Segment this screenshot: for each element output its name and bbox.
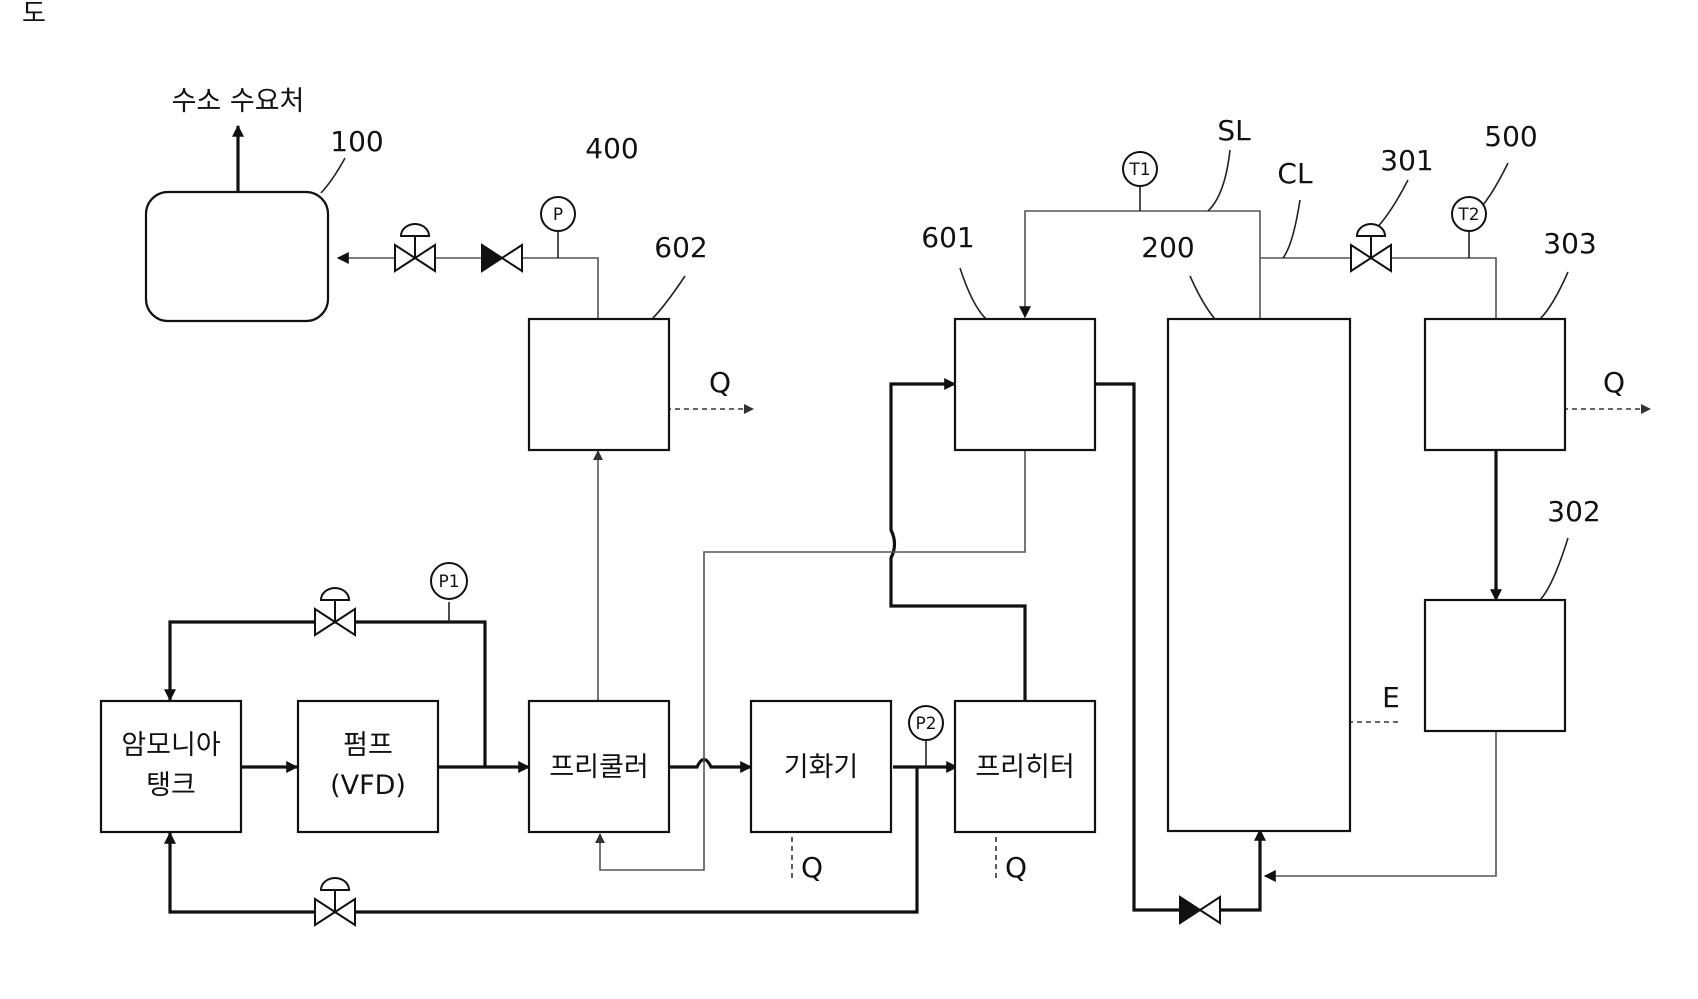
precooler-label: 프리쿨러 (549, 752, 648, 783)
ref-200-leader (1190, 276, 1215, 319)
ref-303-leader (1540, 272, 1568, 319)
heat-label-vaporizer: Q (801, 851, 823, 884)
ref-601: 601 (921, 221, 974, 254)
ref-sl: SL (1217, 114, 1251, 147)
ref-602-leader (652, 276, 685, 319)
ammonia-tank-label-line1: 암모니아 (121, 730, 221, 761)
svg-text:P2: P2 (915, 714, 936, 734)
h2-line-to-storage (338, 258, 598, 319)
figure-mark: 도 (22, 0, 46, 29)
ammonia-tank (101, 701, 241, 832)
ref-301-leader (1373, 180, 1408, 232)
temperature-gauge-t2: T2 (1452, 197, 1486, 231)
ref-303: 303 (1543, 227, 1596, 260)
ref-cl: CL (1277, 157, 1313, 190)
svg-text:P: P (553, 205, 563, 225)
pressure-gauge-p2: P2 (909, 706, 943, 740)
pump-label-line1: 펌프 (343, 730, 393, 761)
heat-label-reactor: E (1382, 681, 1400, 714)
control-valve-recirculation (315, 588, 355, 635)
ref-500: 500 (1484, 120, 1537, 153)
heat-label-preheater: Q (1005, 851, 1027, 884)
pressure-gauge-p1: P1 (431, 563, 467, 599)
control-valve-301 (1351, 224, 1391, 271)
ref-100-leader (321, 158, 345, 193)
ammonia-tank-label-line2: 탱크 (146, 770, 196, 801)
ref-400: 400 (585, 132, 638, 165)
precooler-to-vaporizer-line (670, 760, 751, 768)
ref-601-leader (960, 268, 986, 319)
h2-storage-tank-100 (146, 192, 328, 321)
preheater-label: 프리히터 (975, 752, 1074, 783)
check-valve-reactor-inlet (1180, 897, 1220, 923)
ref-301: 301 (1380, 144, 1433, 177)
unit-302 (1425, 600, 1565, 731)
pressure-gauge-p: P (541, 197, 575, 231)
ref-302-leader (1540, 538, 1568, 600)
h2-demand-label: 수소 수요처 (172, 86, 305, 117)
svg-text:T2: T2 (1457, 205, 1479, 225)
check-valve-storage (482, 245, 522, 271)
svg-text:P1: P1 (438, 572, 459, 592)
heat-exchanger-602 (529, 319, 669, 450)
ref-cl-leader (1283, 200, 1300, 258)
cooler-303 (1425, 319, 1565, 450)
cl-line (1260, 258, 1496, 319)
ref-sl-leader (1208, 150, 1230, 211)
heat-label-602: Q (709, 366, 731, 399)
ref-302: 302 (1547, 495, 1600, 528)
control-valve-bypass (315, 878, 355, 925)
pump-label-line2: (VFD) (330, 770, 406, 801)
heat-label-303: Q (1603, 366, 1625, 399)
ref-200: 200 (1141, 231, 1194, 264)
svg-text:T1: T1 (1128, 160, 1150, 180)
sl-line (1025, 211, 1260, 319)
heat-exchanger-601 (955, 319, 1095, 450)
control-valve-storage (395, 224, 435, 271)
reactor-inlet-line (1220, 830, 1260, 910)
ref-100: 100 (330, 125, 383, 158)
reactor-200 (1168, 319, 1350, 831)
temperature-gauge-t1: T1 (1123, 152, 1157, 186)
pump-vfd (298, 701, 438, 832)
vaporizer-label: 기화기 (784, 752, 859, 783)
ref-602: 602 (654, 231, 707, 264)
